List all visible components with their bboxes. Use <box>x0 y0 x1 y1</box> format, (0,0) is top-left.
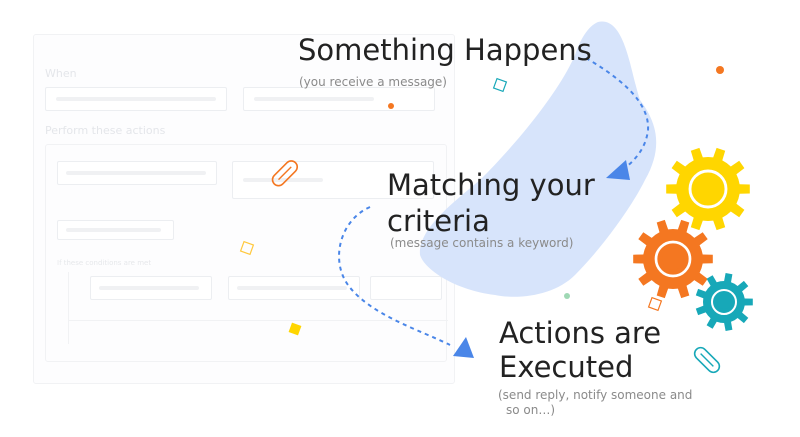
step-2-subtitle: (message contains a keyword) <box>390 236 574 250</box>
dashed-arrow-1 <box>585 57 650 169</box>
step-3-subtitle-line-1: (send reply, notify someone and <box>498 388 693 402</box>
arrow-head-icon-2 <box>453 337 474 358</box>
step-3-title-line-2: Executed <box>499 350 634 384</box>
dot-green <box>564 293 570 299</box>
action-field-2 <box>232 161 434 199</box>
action-field-1 <box>57 161 217 185</box>
paperclip-icon-orange <box>271 160 299 187</box>
conditions-label: If these conditions are met <box>57 259 152 267</box>
step-3-title-line-1: Actions are <box>499 316 662 350</box>
gear-orange-icon <box>633 219 713 299</box>
condition-field-3 <box>370 276 442 300</box>
step-3-title: Actions are Executed <box>499 316 661 384</box>
condition-field-2 <box>228 276 360 300</box>
when-field-1 <box>45 87 227 111</box>
perform-actions-label: Perform these actions <box>45 124 166 137</box>
diamond-yellow-filled <box>288 322 302 336</box>
diamond-teal <box>492 77 508 93</box>
condition-divider <box>68 320 448 321</box>
diamond-orange <box>647 296 663 312</box>
arrow-head-icon-1 <box>606 160 630 180</box>
when-field-2 <box>243 87 435 111</box>
condition-field-1 <box>90 276 212 300</box>
paperclip-icon-teal <box>693 346 721 374</box>
step-3-subtitle-line-2: so on…) <box>506 403 556 417</box>
step-2-title: Matching your criteria <box>387 167 595 239</box>
dashed-arrow-2 <box>338 206 451 346</box>
diamond-yellow-outline <box>239 240 255 256</box>
gear-teal-icon <box>695 273 753 331</box>
gear-yellow-icon <box>666 147 750 231</box>
step-3-subtitle: (send reply, notify someone and so on…) <box>498 388 692 418</box>
dot-orange-1 <box>388 103 394 109</box>
action-field-3 <box>57 220 174 240</box>
step-1-subtitle: (you receive a message) <box>299 75 447 89</box>
dot-orange-2 <box>716 66 724 74</box>
condition-tree-line <box>68 272 69 344</box>
blue-blob <box>419 21 657 297</box>
when-label: When <box>45 67 77 80</box>
step-2-title-line-1: Matching your <box>387 168 595 202</box>
step-2-title-line-2: criteria <box>387 204 490 238</box>
step-1-title: Something Happens <box>298 33 592 67</box>
